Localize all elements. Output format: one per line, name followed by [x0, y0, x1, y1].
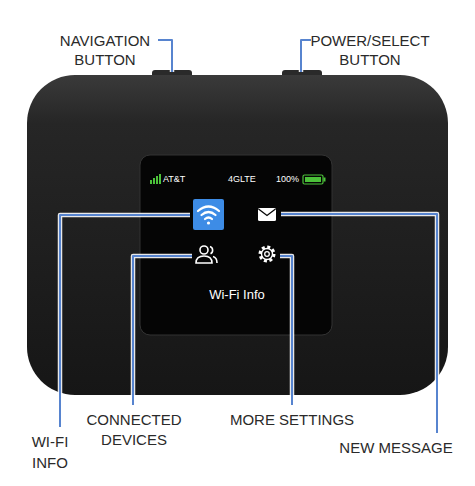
callout-label: MORE SETTINGS	[220, 410, 364, 429]
leader-line	[60, 40, 437, 433]
network-type: 4GLTE	[228, 174, 268, 185]
wifi-icon	[193, 199, 224, 230]
battery-percent: 100%	[276, 174, 302, 185]
screen-title: Wi-Fi Info	[175, 287, 299, 303]
mail-icon	[258, 208, 276, 221]
callout-label: CONNECTED DEVICES	[78, 410, 190, 450]
leader-halo	[60, 40, 437, 433]
signal-bars	[150, 174, 161, 184]
callout-label: NEW MESSAGE	[330, 438, 462, 457]
callout-label: POWER/SELECT BUTTON	[305, 31, 435, 69]
battery-icon	[303, 175, 326, 184]
callout-label: NAVIGATION BUTTON	[40, 31, 170, 69]
carrier-name: AT&T	[163, 174, 193, 185]
callout-label: WI-FI INFO	[20, 431, 80, 473]
people-icon	[196, 246, 217, 263]
device-body	[27, 75, 448, 395]
screen	[140, 155, 332, 335]
gear-icon	[260, 247, 274, 261]
